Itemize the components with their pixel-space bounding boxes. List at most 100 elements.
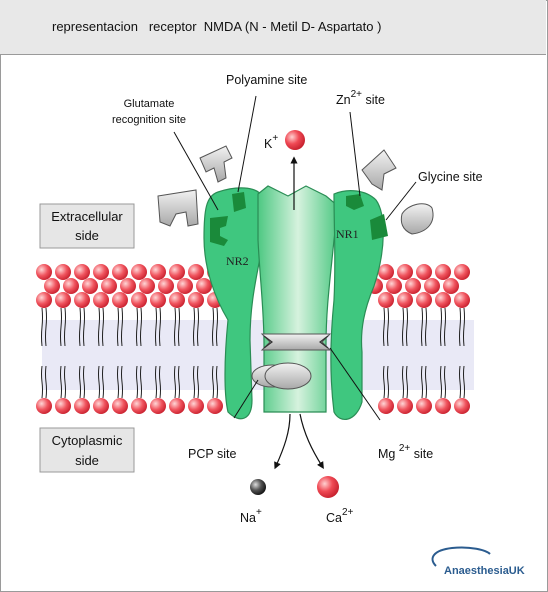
cytoplasmic-label-line2: side (75, 453, 99, 468)
lipid-tail (40, 365, 44, 399)
lipid-tail (424, 365, 428, 399)
lipid-tail (211, 307, 215, 347)
phospholipid-head (435, 264, 451, 280)
phospholipid-head (378, 264, 394, 280)
phospholipid-head (120, 278, 136, 294)
lipid-tail (462, 365, 466, 399)
lipid-tails (40, 307, 466, 399)
phospholipid-head (36, 264, 52, 280)
zinc-pocket (346, 194, 364, 210)
zinc-ligand (361, 149, 397, 191)
lipid-tail (78, 365, 82, 399)
phospholipid-head (131, 292, 147, 308)
lipid-tail (192, 365, 196, 399)
lipid-tail (139, 307, 143, 347)
extracellular-label-line2: side (75, 228, 99, 243)
pointer-lines (173, 95, 417, 421)
phospholipid-head (397, 264, 413, 280)
phospholipid-head (101, 278, 117, 294)
phospholipid-head (112, 292, 128, 308)
lipid-tail (158, 365, 162, 399)
phospholipid-head (112, 264, 128, 280)
magnesium-block (260, 333, 332, 351)
phospholipid-head (74, 292, 90, 308)
lipid-tail (211, 365, 215, 399)
lipid-tail (173, 365, 177, 399)
glutamate-site-label-line1: Glutamate (124, 98, 175, 110)
lipid-tail (405, 365, 409, 399)
phospholipid-head (150, 398, 166, 414)
phospholipid-head (131, 398, 147, 414)
phospholipid-head (169, 292, 185, 308)
lipid-tail (386, 365, 390, 399)
lipid-tail (63, 365, 67, 399)
polyamine-pocket (232, 192, 246, 212)
phospholipid-head (405, 278, 421, 294)
lipid-tail (443, 365, 447, 399)
lipid-tail (139, 365, 143, 399)
phospholipid-head (378, 292, 394, 308)
phospholipid-head (397, 398, 413, 414)
phospholipid-head (378, 398, 394, 414)
phospholipid-head (150, 264, 166, 280)
extracellular-box: Extracellular side (39, 203, 135, 249)
lipid-tail (44, 365, 48, 399)
phospholipid-head (158, 278, 174, 294)
lipid-tail (101, 365, 105, 399)
phospholipid-heads (36, 264, 470, 414)
lipid-tail (382, 365, 386, 399)
phospholipid-head (55, 264, 71, 280)
lipid-tail (424, 307, 428, 347)
lipid-tail (44, 307, 48, 347)
lipid-tail (59, 365, 63, 399)
phospholipid-head (74, 398, 90, 414)
polyamine-ligand (199, 145, 233, 183)
lipid-tail (439, 307, 443, 347)
phospholipid-head (435, 292, 451, 308)
glycine-ligand (400, 203, 434, 235)
phospholipid-head (207, 398, 223, 414)
phospholipid-head (397, 292, 413, 308)
nr1-label: NR1 (336, 227, 359, 241)
title-bar: representacion receptor NMDA (N - Metil … (0, 0, 546, 55)
sodium-influx-arrow (274, 413, 291, 470)
nr1-subunit (330, 190, 384, 420)
phospholipid-head (55, 292, 71, 308)
cytoplasmic-label-line1: Cytoplasmic (52, 433, 123, 448)
phospholipid-head (93, 398, 109, 414)
lipid-tail (158, 307, 162, 347)
potassium-label: K+ (264, 133, 278, 151)
magnesium-site-label: Mg 2+ site (378, 443, 433, 461)
phospholipid-head (169, 398, 185, 414)
phospholipid-head (93, 264, 109, 280)
phospholipid-head (416, 264, 432, 280)
nmda-receptor (203, 185, 388, 420)
lipid-tail (154, 307, 158, 347)
lipid-tail (97, 365, 101, 399)
phospholipid-head (131, 264, 147, 280)
lipid-tail (97, 307, 101, 347)
phospholipid-head (82, 278, 98, 294)
anaesthesiauk-logo: AnaesthesiaUK (431, 546, 525, 577)
phospholipid-head (424, 278, 440, 294)
lipid-tail (386, 307, 390, 347)
glutamate-pocket (210, 216, 228, 246)
phospholipid-head (150, 292, 166, 308)
lipid-tail (458, 365, 462, 399)
lipid-tail (120, 307, 124, 347)
lipid-tail (116, 365, 120, 399)
lipid-tail (382, 307, 386, 347)
lipid-tail (401, 307, 405, 347)
lipid-tail (420, 307, 424, 347)
magnesium-block-zigzag (263, 335, 329, 349)
phospholipid-head (188, 292, 204, 308)
potassium-ion (285, 130, 305, 150)
phospholipid-head (74, 264, 90, 280)
lipid-tail (116, 307, 120, 347)
lipid-tail (439, 365, 443, 399)
phospholipid-head (169, 264, 185, 280)
phospholipid-head (443, 278, 459, 294)
phospholipid-head (454, 264, 470, 280)
phospholipid-head (44, 278, 60, 294)
lipid-tail (177, 365, 181, 399)
